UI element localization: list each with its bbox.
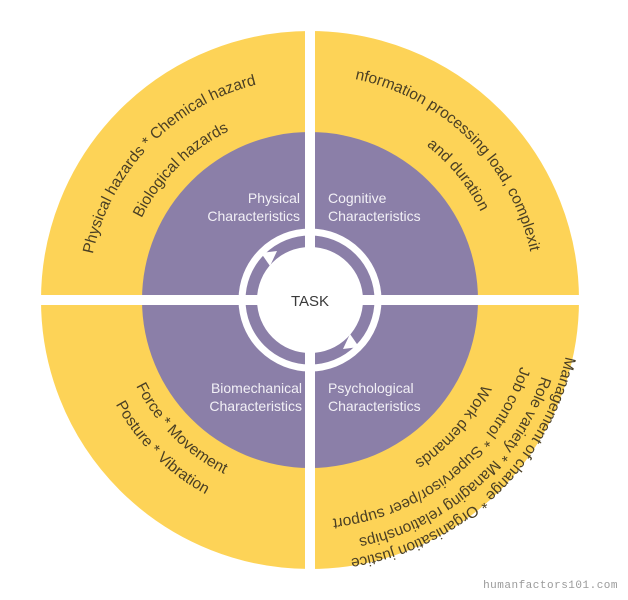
cycle-arrow-top-icon <box>261 251 277 266</box>
cycle-ring <box>238 228 382 372</box>
svg-text:Cognitive: Cognitive <box>328 190 387 206</box>
svg-text:Characteristics: Characteristics <box>209 398 302 414</box>
svg-text:Characteristics: Characteristics <box>328 398 421 414</box>
cycle-arrow-bottom-icon <box>343 334 359 349</box>
svg-text:Psychological: Psychological <box>328 380 414 396</box>
source-credit: humanfactors101.com <box>483 580 618 592</box>
inner-label-psychological: Psychological Characteristics <box>328 380 421 414</box>
inner-label-biomechanical: Biomechanical Characteristics <box>209 380 302 414</box>
task-center <box>257 247 363 353</box>
svg-text:Characteristics: Characteristics <box>207 208 300 224</box>
svg-text:Biomechanical: Biomechanical <box>211 380 302 396</box>
task-label: TASK <box>291 293 329 310</box>
inner-label-cognitive: Cognitive Characteristics <box>328 190 421 224</box>
svg-text:Physical: Physical <box>248 190 300 206</box>
svg-text:Characteristics: Characteristics <box>328 208 421 224</box>
inner-label-physical: Physical Characteristics <box>207 190 300 224</box>
